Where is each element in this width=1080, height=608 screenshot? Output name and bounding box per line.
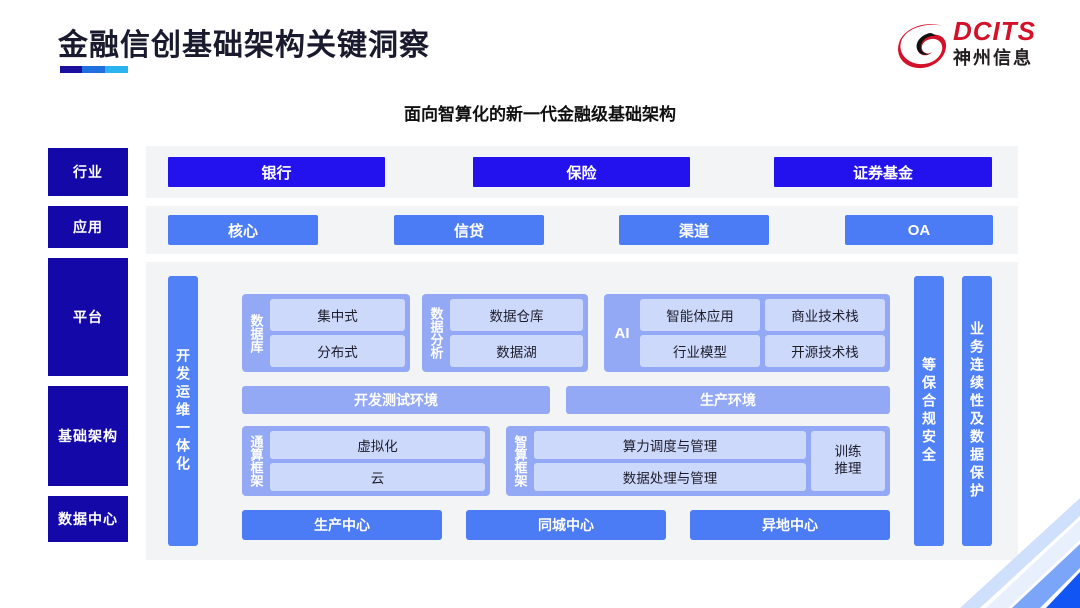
group-database[interactable]: 数据库 集中式 分布式 <box>242 294 410 372</box>
accent-segment-1 <box>60 66 82 73</box>
cell-distributed[interactable]: 分布式 <box>270 335 405 367</box>
industry-chip-bank[interactable]: 银行 <box>168 157 385 187</box>
chip-remote-dr-center[interactable]: 异地中心 <box>690 510 890 540</box>
cell-data-lake[interactable]: 数据湖 <box>450 335 583 367</box>
layer-label-infrastructure[interactable]: 基础架构 <box>48 386 128 486</box>
layer-label-platform[interactable]: 平台 <box>48 258 128 376</box>
cell-opensource-tech-stack[interactable]: 开源技术栈 <box>765 335 885 367</box>
chip-local-dr-center[interactable]: 同城中心 <box>466 510 666 540</box>
architecture-diagram: 行业 应用 平台 基础架构 数据中心 银行 保险 证券基金 核心 信贷 渠道 O… <box>0 140 1080 570</box>
group-title-database: 数据库 <box>248 313 264 353</box>
diagram-subtitle: 面向智算化的新一代金融级基础架构 <box>404 105 676 124</box>
group-intelligent-compute-framework[interactable]: 智算框架 算力调度与管理 数据处理与管理 训练推理 <box>506 426 890 496</box>
group-data-analytics[interactable]: 数据分析 数据仓库 数据湖 <box>422 294 588 372</box>
logo-brand-latin: DCITS <box>953 16 1036 46</box>
cell-data-processing-management[interactable]: 数据处理与管理 <box>534 463 806 491</box>
group-title-intelligent-compute-framework: 智算框架 <box>512 435 528 487</box>
vbar-devops-integration[interactable]: 开发运维一体化 <box>168 276 198 546</box>
ai-column-left: 智能体应用 行业模型 <box>640 299 760 367</box>
group-ai[interactable]: AI 智能体应用 行业模型 商业技术栈 开源技术栈 <box>604 294 890 372</box>
page-header: 金融信创基础架构关键洞察 DCITS 神州信息 <box>0 0 1080 92</box>
logo-brand-cn: 神州信息 <box>953 48 1033 68</box>
cell-compute-scheduling-management[interactable]: 算力调度与管理 <box>534 431 806 459</box>
group-body-general-compute-framework: 虚拟化 云 <box>270 431 485 491</box>
chip-dev-test-environment[interactable]: 开发测试环境 <box>242 386 550 414</box>
group-body-intelligent-compute-framework: 算力调度与管理 数据处理与管理 训练推理 <box>534 431 885 491</box>
cell-commercial-tech-stack[interactable]: 商业技术栈 <box>765 299 885 331</box>
group-body-data-analytics: 数据仓库 数据湖 <box>450 299 583 367</box>
ai-column-right: 商业技术栈 开源技术栈 <box>765 299 885 367</box>
cell-industry-model[interactable]: 行业模型 <box>640 335 760 367</box>
dcits-logo: DCITS 神州信息 <box>897 16 1052 78</box>
platform-infrastructure-panel: 开发运维一体化 等保合规安全 业务连续性及数据保护 数据库 集中式 分布式 数据… <box>146 262 1018 560</box>
vbar-business-continuity-data-protection[interactable]: 业务连续性及数据保护 <box>962 276 992 546</box>
accent-segment-3 <box>105 66 128 73</box>
cell-training-inference[interactable]: 训练推理 <box>811 431 885 491</box>
application-chip-credit[interactable]: 信贷 <box>394 215 544 245</box>
group-title-ai: AI <box>614 324 630 342</box>
logo-text-block: DCITS 神州信息 <box>953 18 1036 70</box>
application-panel: 核心 信贷 渠道 OA <box>146 206 1018 254</box>
page-title: 金融信创基础架构关键洞察 <box>58 29 430 62</box>
industry-panel: 银行 保险 证券基金 <box>146 146 1018 198</box>
dcits-swoosh-icon <box>898 24 947 69</box>
layer-label-application[interactable]: 应用 <box>48 206 128 248</box>
cell-agent-application[interactable]: 智能体应用 <box>640 299 760 331</box>
accent-segment-2 <box>82 66 105 73</box>
chip-production-environment[interactable]: 生产环境 <box>566 386 890 414</box>
application-chip-core[interactable]: 核心 <box>168 215 318 245</box>
cell-virtualization[interactable]: 虚拟化 <box>270 431 485 459</box>
layer-label-datacenter[interactable]: 数据中心 <box>48 496 128 542</box>
title-accent-bar <box>60 66 128 73</box>
industry-chip-insurance[interactable]: 保险 <box>473 157 690 187</box>
cell-data-warehouse[interactable]: 数据仓库 <box>450 299 583 331</box>
vbar-compliance-security[interactable]: 等保合规安全 <box>914 276 944 546</box>
group-general-compute-framework[interactable]: 通算框架 虚拟化 云 <box>242 426 490 496</box>
group-body-database: 集中式 分布式 <box>270 299 405 367</box>
cell-cloud[interactable]: 云 <box>270 463 485 491</box>
group-body-ai: 智能体应用 行业模型 商业技术栈 开源技术栈 <box>640 299 885 367</box>
application-chip-oa[interactable]: OA <box>845 215 993 245</box>
layer-label-industry[interactable]: 行业 <box>48 148 128 196</box>
chip-production-center[interactable]: 生产中心 <box>242 510 442 540</box>
application-chip-channel[interactable]: 渠道 <box>619 215 769 245</box>
intelligent-compute-column-main: 算力调度与管理 数据处理与管理 <box>534 431 806 491</box>
industry-chip-securities-fund[interactable]: 证券基金 <box>774 157 992 187</box>
cell-centralized[interactable]: 集中式 <box>270 299 405 331</box>
group-title-data-analytics: 数据分析 <box>428 307 444 359</box>
group-title-general-compute-framework: 通算框架 <box>248 435 264 487</box>
